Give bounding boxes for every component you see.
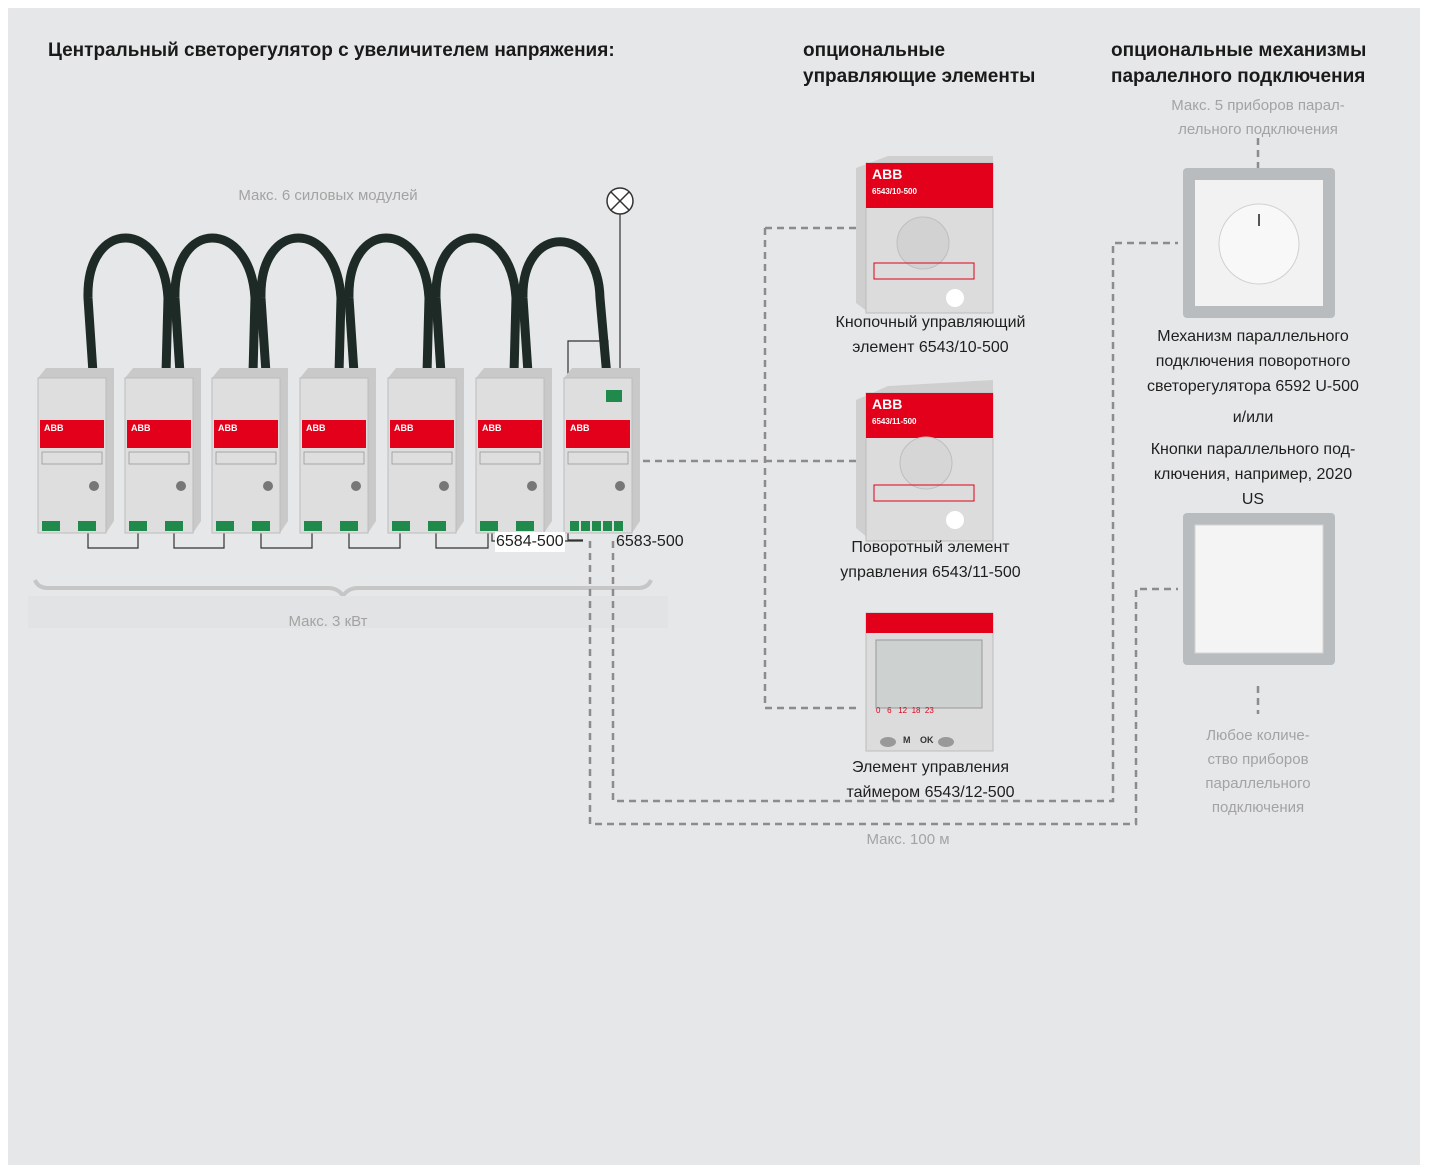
max-power-note: Макс. 3 кВт: [288, 613, 368, 630]
central-dimmer-heading: Центральный светорегулятор с увеличителе…: [48, 40, 615, 61]
optional-parallel-heading-line1: опциональные механизмы: [1111, 40, 1367, 61]
timer-scale: 0 6 12 18 23: [876, 706, 934, 715]
max-parallel-note-line2: лельного подключения: [1178, 121, 1338, 138]
power-module: ABB: [37, 368, 114, 534]
svg-text:ABB: ABB: [872, 396, 902, 412]
rotary-control-device: ABB 6543/11-500: [856, 380, 994, 542]
parallel-button-device: [1183, 513, 1335, 665]
timer-control-caption-line1: Элемент управления: [852, 759, 1009, 776]
max-parallel-note-line1: Макс. 5 приборов парал-: [1171, 97, 1345, 114]
dash-parallel-1: [611, 241, 1178, 803]
max-distance-note: Макс. 100 м: [866, 831, 950, 848]
power-module-code: 6584-500: [495, 532, 565, 552]
any-count-note-line1: Любое количе-: [1206, 727, 1310, 744]
optional-controls-heading-line2: управляющие элементы: [803, 66, 1036, 87]
optional-controls-heading-line1: опциональные: [803, 40, 946, 61]
diagram-canvas: Центральный светорегулятор с увеличителе…: [8, 8, 1420, 1165]
timer-ok-button: OK: [920, 735, 934, 745]
dashed-connections: [588, 138, 1260, 826]
svg-text:6543/11-500: 6543/11-500: [872, 417, 917, 426]
central-dimmer-unit: ABB: [563, 368, 640, 534]
push-control-caption-line2: элемент 6543/10-500: [852, 339, 1009, 356]
central-unit-code: 6583-500: [616, 533, 684, 550]
parallel-buttons-caption-line2: ключения, например, 2020: [1153, 466, 1353, 483]
and-or-label: и/или: [1232, 409, 1274, 426]
dash-parallel-2: [588, 541, 1178, 826]
any-count-note-line2: ство приборов: [1207, 751, 1309, 768]
parallel-buttons-caption-line3: US: [1241, 491, 1265, 508]
power-module: ABB: [211, 368, 288, 534]
cables: [83, 233, 613, 393]
timer-m-button: M: [903, 735, 911, 745]
wiring-diagram: ABB ABB ABB ABB ABB ABB ABB ABB 6543/10-500 AB…: [28, 138, 1335, 826]
power-module: ABB: [124, 368, 201, 534]
parallel-rotary-caption-line3: светорегулятора 6592 U-500: [1147, 378, 1359, 395]
power-module: ABB: [475, 368, 552, 534]
svg-text:ABB: ABB: [394, 423, 414, 433]
brace-shade: [28, 596, 668, 628]
svg-text:6543/10-500: 6543/10-500: [872, 187, 917, 196]
push-control-device: ABB 6543/10-500: [856, 156, 994, 314]
parallel-rotary-caption-line1: Механизм параллельного: [1157, 328, 1349, 345]
rotary-control-caption-line1: Поворотный элемент: [851, 539, 1010, 556]
svg-text:ABB: ABB: [131, 423, 151, 433]
svg-text:ABB: ABB: [570, 423, 590, 433]
svg-text:ABB: ABB: [218, 423, 238, 433]
svg-text:ABB: ABB: [44, 423, 64, 433]
power-module: ABB: [299, 368, 376, 534]
max-modules-note: Макс. 6 силовых модулей: [238, 187, 418, 204]
any-count-note-line4: подключения: [1211, 799, 1305, 816]
svg-text:ABB: ABB: [872, 166, 902, 182]
parallel-rotary-device: [1183, 168, 1335, 318]
svg-text:ABB: ABB: [306, 423, 326, 433]
any-count-note-line3: параллельного: [1205, 775, 1311, 792]
svg-text:ABB: ABB: [482, 423, 502, 433]
timer-control-caption-line2: таймером 6543/12-500: [846, 784, 1015, 801]
parallel-rotary-caption-line2: подключения поворотного: [1155, 353, 1351, 370]
timer-control-device: [865, 612, 994, 752]
optional-parallel-heading-line2: паралелного подключения: [1111, 66, 1366, 87]
power-module: ABB: [387, 368, 464, 534]
rotary-control-caption-line2: управления 6543/11-500: [840, 564, 1021, 581]
parallel-buttons-caption-line1: Кнопки параллельного под-: [1150, 441, 1356, 458]
max-power-brace: [33, 579, 653, 600]
push-control-caption-line1: Кнопочный управляющий: [835, 314, 1026, 331]
